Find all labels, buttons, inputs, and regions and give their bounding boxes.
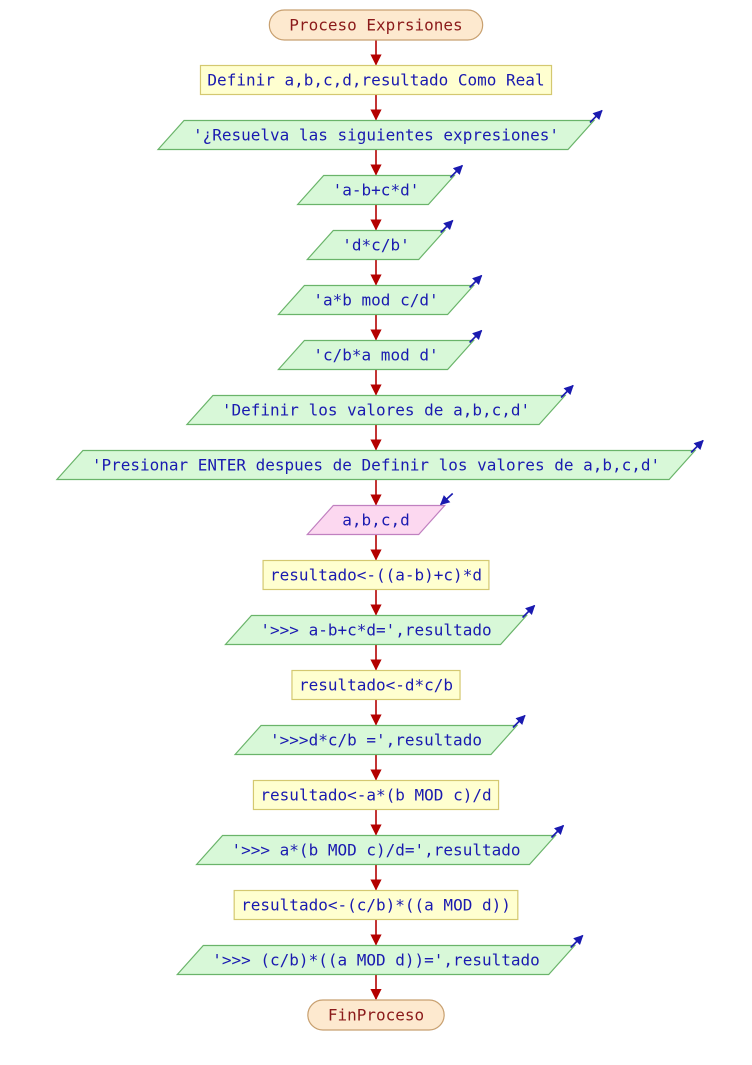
terminal-shape xyxy=(268,9,484,41)
output-arrow-icon xyxy=(469,274,483,289)
output-arrow-icon xyxy=(560,384,574,399)
node-out-3: 'd*c/b' xyxy=(305,219,454,261)
terminal-shape xyxy=(307,999,445,1031)
node-out-10: '>>> a*(b MOD c)/d=',resultado xyxy=(195,824,565,866)
process-shape xyxy=(233,889,519,921)
node-out-11: '>>> (c/b)*((a MOD d))=',resultado xyxy=(175,934,584,976)
node-text: '>>>d*c/b =',resultado xyxy=(270,731,482,750)
output-arrow-icon xyxy=(449,164,464,179)
node-text: '¿Resuelva las siguientes expresiones' xyxy=(193,126,559,145)
node-text: 'Presionar ENTER despues de Definir los … xyxy=(92,456,660,475)
output-shape xyxy=(175,944,577,976)
output-shape xyxy=(55,449,697,481)
process-shape xyxy=(199,64,553,96)
node-out-2: 'a-b+c*d' xyxy=(296,164,464,206)
node-out-5: 'c/b*a mod d' xyxy=(277,329,483,371)
node-text: resultado<-d*c/b xyxy=(299,676,453,695)
node-read: a,b,c,d xyxy=(305,492,454,536)
output-arrow-icon xyxy=(512,714,526,729)
output-arrow-icon xyxy=(440,219,454,234)
node-text: 'Definir los valores de a,b,c,d' xyxy=(222,401,530,420)
node-out-4: 'a*b mod c/d' xyxy=(277,274,483,316)
output-shape xyxy=(296,174,456,206)
node-text: FinProceso xyxy=(328,1006,424,1025)
node-out-7: 'Presionar ENTER despues de Definir los … xyxy=(55,439,704,481)
node-text: '>>> (c/b)*((a MOD d))=',resultado xyxy=(212,951,540,970)
output-arrow-icon xyxy=(550,824,565,839)
output-arrow-icon xyxy=(469,329,483,344)
output-arrow-icon xyxy=(521,604,536,619)
process-shape xyxy=(262,559,490,591)
output-arrow-icon xyxy=(570,934,584,949)
output-shape xyxy=(195,834,557,866)
node-text: 'c/b*a mod d' xyxy=(313,346,438,365)
output-shape xyxy=(224,614,528,646)
node-text: 'a-b+c*d' xyxy=(333,181,420,200)
input-arrow-icon xyxy=(439,492,454,506)
node-text: Definir a,b,c,d,resultado Como Real xyxy=(207,71,544,90)
node-end: FinProceso xyxy=(307,999,445,1031)
output-shape xyxy=(185,394,567,426)
node-text: '>>> a*(b MOD c)/d=',resultado xyxy=(232,841,521,860)
process-shape xyxy=(291,669,461,701)
output-shape xyxy=(277,339,475,371)
node-text: resultado<-a*(b MOD c)/d xyxy=(260,786,491,805)
node-out-1: '¿Resuelva las siguientes expresiones' xyxy=(156,109,603,151)
node-define: Definir a,b,c,d,resultado Como Real xyxy=(199,64,553,96)
node-text: resultado<-(c/b)*((a MOD d)) xyxy=(241,896,511,915)
node-out-9: '>>>d*c/b =',resultado xyxy=(233,714,526,756)
node-out-8: '>>> a-b+c*d=',resultado xyxy=(224,604,536,646)
output-shape xyxy=(233,724,519,756)
process-shape xyxy=(252,779,500,811)
node-text: 'a*b mod c/d' xyxy=(313,291,438,310)
output-shape xyxy=(156,119,596,151)
node-out-6: 'Definir los valores de a,b,c,d' xyxy=(185,384,574,426)
output-shape xyxy=(277,284,475,316)
output-arrow-icon xyxy=(589,109,603,124)
node-start: Proceso Exprsiones xyxy=(268,9,484,41)
node-assign-1: resultado<-((a-b)+c)*d xyxy=(262,559,490,591)
node-text: resultado<-((a-b)+c)*d xyxy=(270,566,482,585)
output-arrow-icon xyxy=(690,439,704,454)
node-text: 'd*c/b' xyxy=(342,236,409,255)
node-text: Proceso Exprsiones xyxy=(289,16,462,35)
node-assign-4: resultado<-(c/b)*((a MOD d)) xyxy=(233,889,519,921)
node-text: '>>> a-b+c*d=',resultado xyxy=(260,621,491,640)
output-shape xyxy=(305,229,447,261)
node-text: a,b,c,d xyxy=(342,511,409,530)
input-shape xyxy=(305,504,447,536)
node-assign-2: resultado<-d*c/b xyxy=(291,669,461,701)
node-assign-3: resultado<-a*(b MOD c)/d xyxy=(252,779,500,811)
